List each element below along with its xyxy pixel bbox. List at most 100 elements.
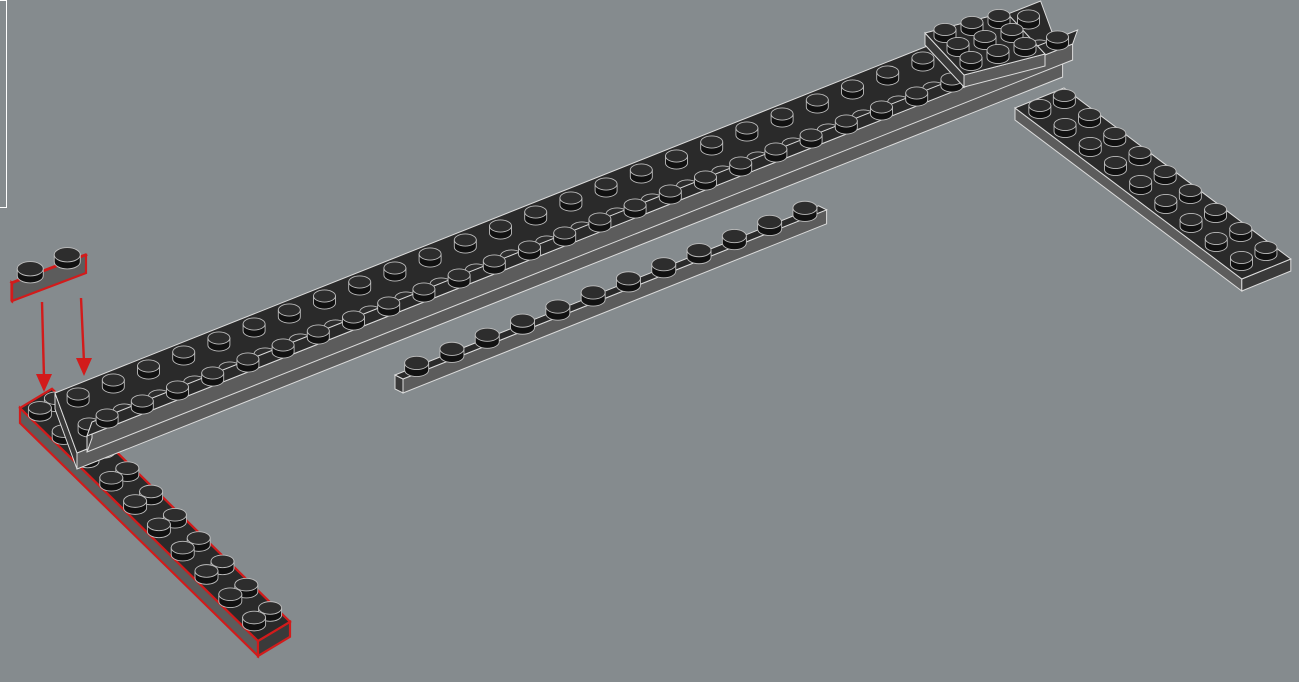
stud [1154,165,1176,184]
stud [17,262,43,283]
stud [378,297,400,316]
stud [806,94,828,113]
stud [987,44,1009,63]
plate-top-face [87,30,1078,436]
stud [195,565,218,585]
stud [1255,241,1277,260]
stud [167,381,189,400]
stud [147,518,170,538]
placement-arrow-shaft [81,298,84,362]
placement-arrow-shaft [42,302,44,378]
stud [272,339,294,358]
stud [405,356,429,376]
stud [349,276,371,295]
stud [736,122,758,141]
stud [1230,251,1252,270]
new-1x2-plate-highlighted [12,248,87,301]
stud [131,395,153,414]
stud [307,325,329,344]
stud [652,258,676,278]
plate-end-face [12,283,13,302]
stud [67,388,89,407]
stud [202,367,224,386]
stud [1230,222,1252,241]
stud [659,185,681,204]
stud [695,171,717,190]
stud [219,588,242,608]
stud [1104,156,1126,175]
stud [413,283,435,302]
stud [28,402,51,422]
stud [1054,118,1076,137]
stud [314,290,336,309]
stud [278,304,300,323]
stud [877,66,899,85]
plate-side-face [87,44,1073,452]
stud [454,234,476,253]
stud [124,495,147,515]
plate-top-face [1015,88,1291,279]
stud [1014,37,1036,56]
stud [1180,213,1202,232]
stud [54,248,80,269]
stud [1053,89,1075,108]
stud [800,129,822,148]
stud [730,157,752,176]
stud [1104,127,1126,146]
stud [765,143,787,162]
stud [525,206,547,225]
stud [208,332,230,351]
stud [871,101,893,120]
stud [448,269,470,288]
stud [722,229,746,249]
stud [687,244,711,264]
stud [102,374,124,393]
stud [906,87,928,106]
stud [440,342,464,362]
stud [701,136,723,155]
stud [1129,146,1151,165]
stud [589,213,611,232]
stud [624,199,646,218]
stud [138,360,160,379]
stud [475,328,499,348]
stud [1155,194,1177,213]
stud [666,150,688,169]
stud [835,115,857,134]
stud [1205,203,1227,222]
stud [243,318,265,337]
stud [384,262,406,281]
stud [1179,184,1201,203]
stud [554,227,576,246]
stud [842,80,864,99]
stud [771,108,793,127]
stud [581,286,605,306]
stud [511,314,535,334]
plate-side-face [20,408,258,656]
stud [343,311,365,330]
stud [171,541,194,561]
stud [912,52,934,71]
stud [595,178,617,197]
stud [243,611,266,631]
stud [1079,137,1101,156]
stud [483,255,505,274]
placement-arrow-head [76,358,92,376]
stud [630,164,652,183]
stud [1205,232,1227,251]
right-leg-plate [1015,88,1291,291]
stud [237,353,259,372]
stud [1079,108,1101,127]
stud [1047,31,1069,50]
stud [100,471,123,491]
stud [1130,175,1152,194]
placement-arrows [36,298,92,392]
long-top-plate [55,1,1078,469]
stud [1029,99,1051,118]
stud [490,220,512,239]
stud [560,192,582,211]
stud [758,215,782,235]
stud [546,300,570,320]
stud [519,241,541,260]
